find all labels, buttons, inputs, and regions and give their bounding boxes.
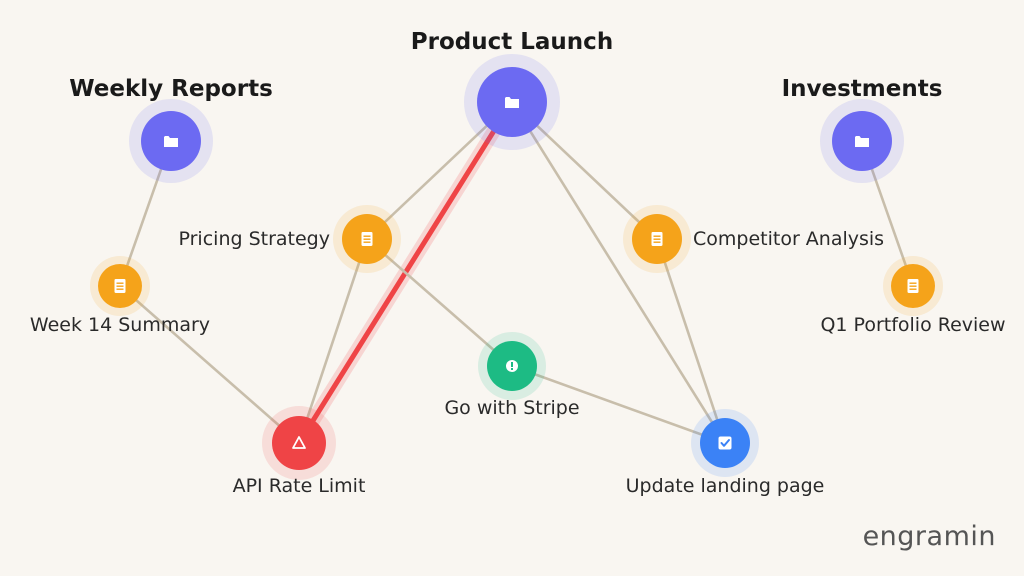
node-update-landing-page[interactable]	[691, 409, 759, 477]
warning-icon	[292, 436, 306, 449]
brand-logo-text: engramin	[862, 521, 996, 552]
node-api-rate-limit[interactable]	[262, 406, 336, 480]
folder-icon	[505, 97, 519, 108]
edge-pricing_strategy-api_rate_limit[interactable]	[297, 238, 369, 444]
edge-product_launch-update_landing_page[interactable]	[510, 101, 727, 444]
checkbox-icon	[718, 436, 732, 450]
label-weekly-reports: Weekly Reports	[69, 76, 273, 102]
edge-pricing_strategy-go_with_stripe[interactable]	[366, 238, 513, 367]
label-investments: Investments	[782, 76, 943, 102]
document-icon	[114, 279, 126, 293]
labels-layer: Weekly Reports Product LaunchInvestmentsP…	[30, 29, 1006, 497]
edge-competitor_analysis-update_landing_page[interactable]	[655, 238, 727, 444]
label-product-launch: Product Launch	[411, 29, 613, 55]
nodes-layer	[90, 54, 943, 480]
label-api-rate-limit: API Rate Limit	[233, 475, 366, 497]
node-competitor-analysis[interactable]	[623, 205, 691, 273]
edge-go_with_stripe-update_landing_page[interactable]	[511, 364, 726, 445]
document-icon	[651, 232, 663, 246]
node-pricing-strategy[interactable]	[333, 205, 401, 273]
label-q1-portfolio-review: Q1 Portfolio Review	[820, 314, 1005, 336]
document-icon	[361, 232, 373, 246]
node-product-launch[interactable]	[464, 54, 560, 150]
label-go-with-stripe: Go with Stripe	[444, 397, 579, 419]
document-icon	[907, 279, 919, 293]
exclamation-icon	[506, 360, 518, 372]
node-go-with-stripe[interactable]	[478, 332, 546, 400]
edge-week14_summary-api_rate_limit[interactable]	[119, 285, 300, 444]
node-investments[interactable]	[820, 99, 904, 183]
node-weekly-reports[interactable]	[129, 99, 213, 183]
node-circle[interactable]	[272, 416, 326, 470]
label-update-landing-page: Update landing page	[626, 475, 825, 497]
label-competitor-analysis: Competitor Analysis	[693, 228, 884, 250]
node-q1-portfolio-review[interactable]	[883, 256, 943, 316]
node-week14-summary[interactable]	[90, 256, 150, 316]
label-pricing-strategy: Pricing Strategy	[179, 228, 331, 250]
label-week14-summary: Week 14 Summary	[30, 314, 210, 336]
folder-icon	[855, 136, 869, 147]
folder-icon	[164, 136, 178, 147]
